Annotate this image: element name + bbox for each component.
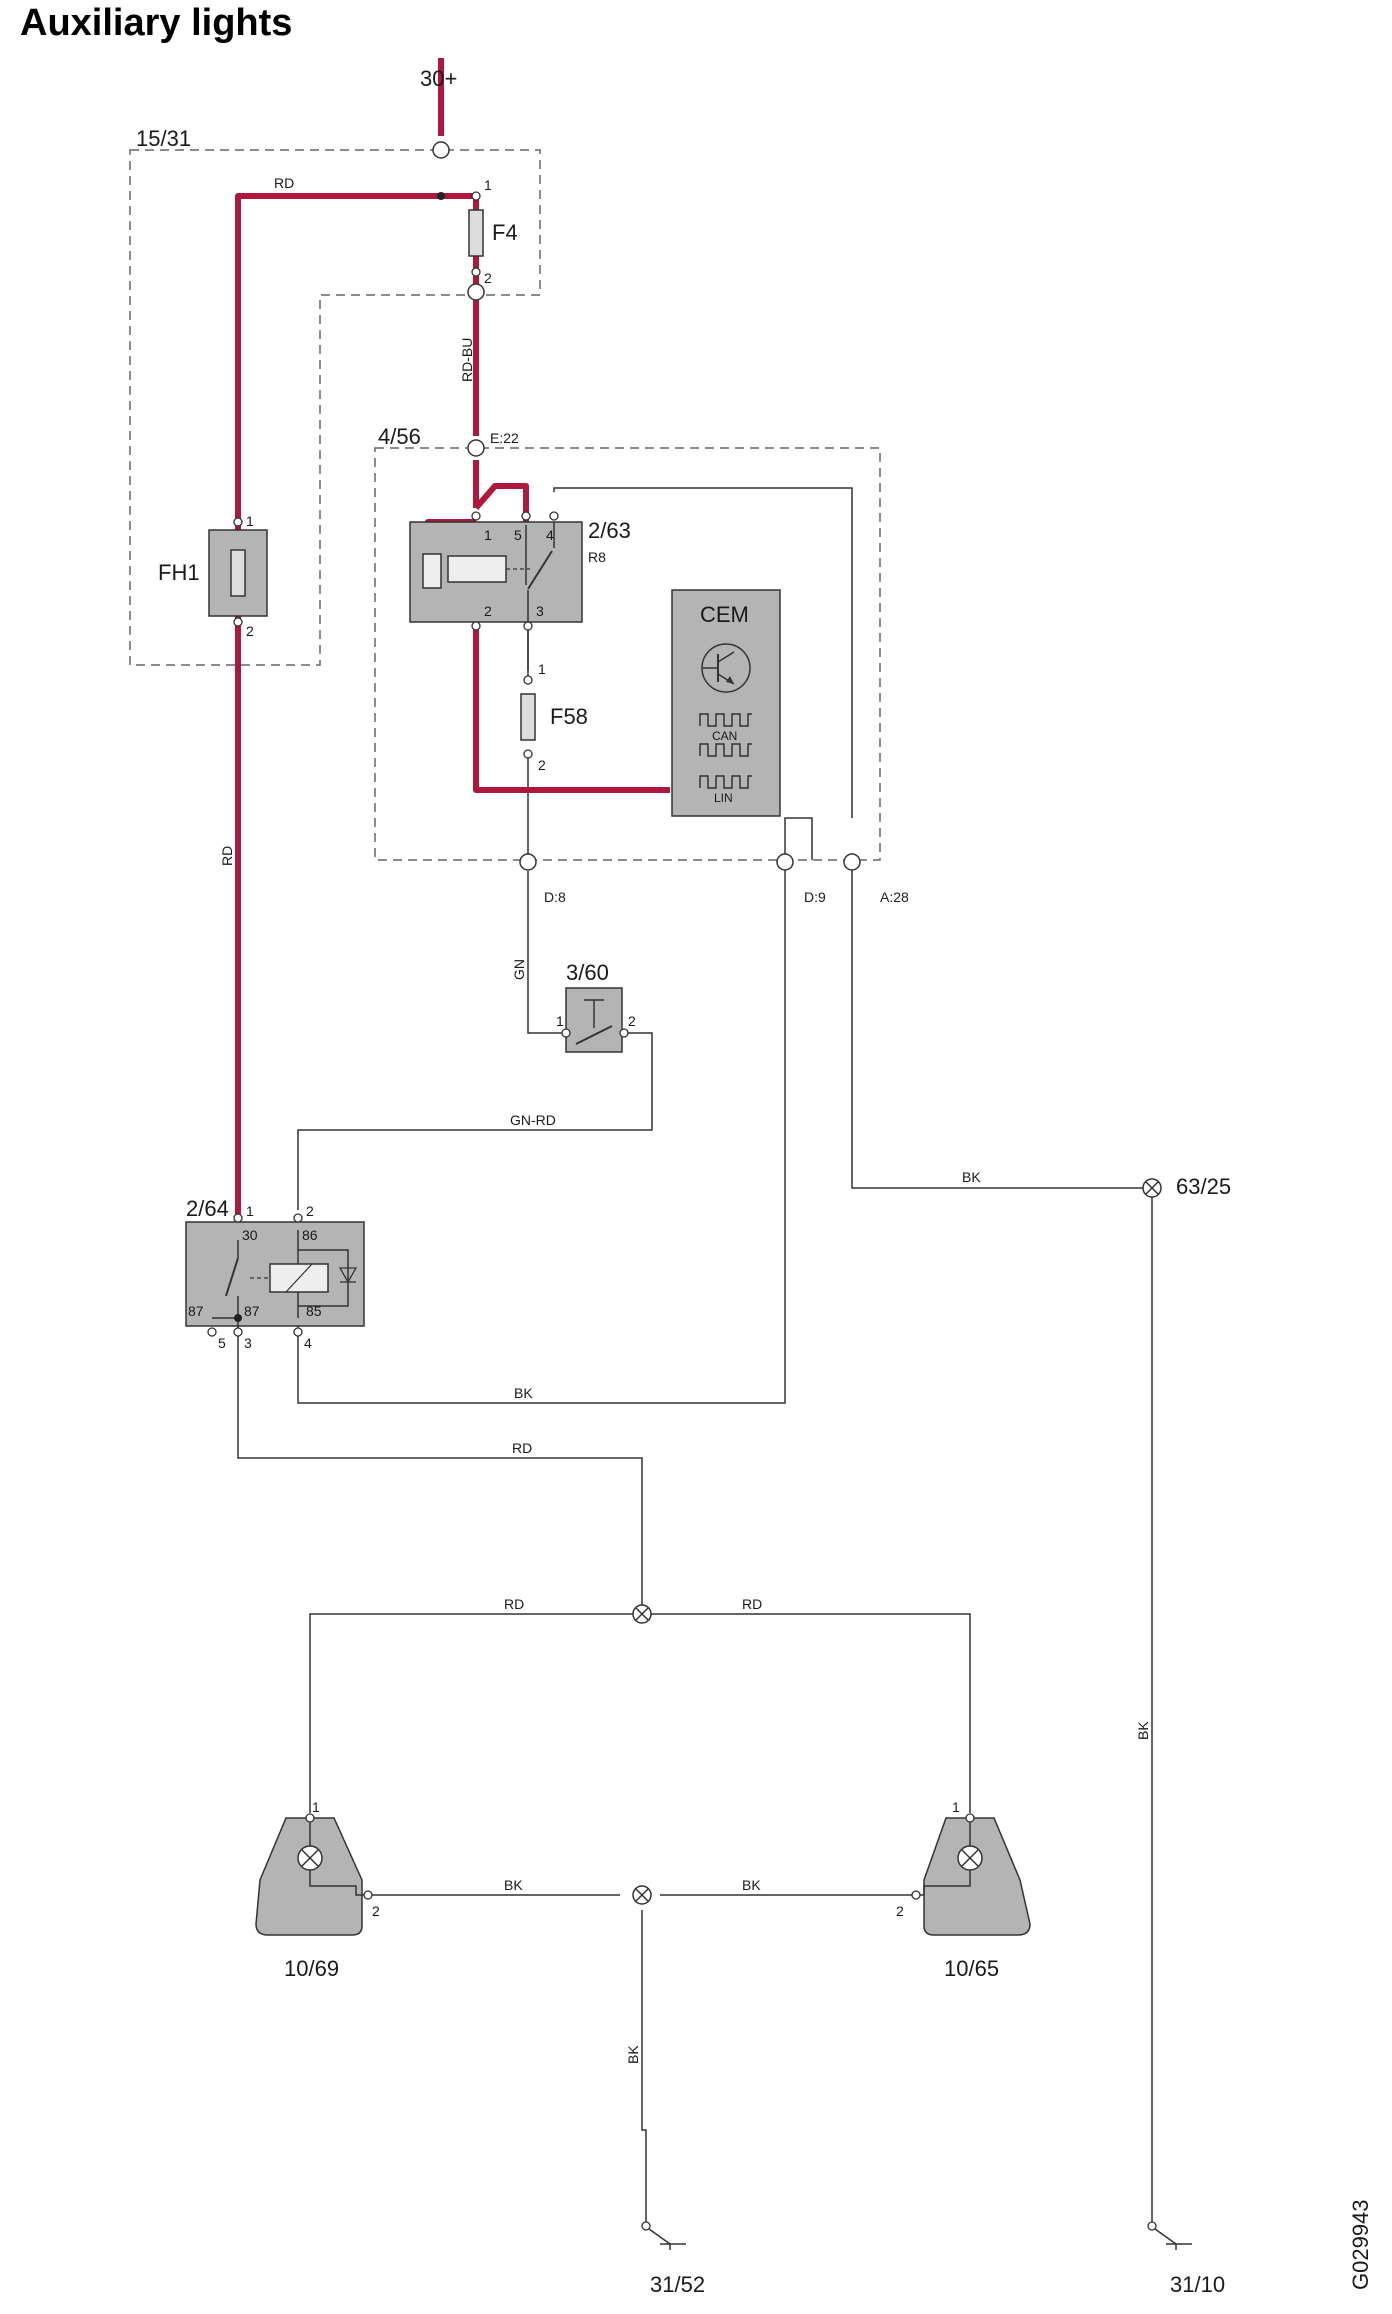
wire-rd-label: RD	[274, 175, 294, 191]
relay-r8-sub-label: R8	[588, 549, 606, 565]
supply-label: 30+	[420, 66, 457, 91]
lamp-10-69-label: 10/69	[284, 1956, 339, 1981]
pin-label: 2	[628, 1013, 636, 1029]
pin-label: 2	[484, 270, 492, 286]
connector-d9	[776, 853, 794, 871]
fuse-f58	[520, 630, 536, 759]
ground-63-25-label: 63/25	[1176, 1174, 1231, 1199]
pin-label: 1	[538, 661, 546, 677]
wire-rd-vertical-label: RD	[219, 846, 235, 866]
pin-label: 2	[372, 1903, 380, 1919]
wire-rd-right-label: RD	[742, 1596, 762, 1612]
pin-label: 2	[306, 1203, 314, 1219]
lamp-10-65	[911, 1813, 1031, 1936]
wire-bk-ground-right-label: BK	[1135, 1721, 1151, 1740]
cem-module	[671, 589, 781, 817]
ground-31-10-label: 31/10	[1170, 2272, 1225, 2297]
signal-wires	[237, 487, 1153, 2222]
fuse-holder-fh1	[208, 517, 268, 627]
pin-label: 2	[246, 623, 254, 639]
pin-label: 1	[484, 177, 492, 193]
wire-bk-a28-label: BK	[962, 1169, 981, 1185]
fuse-f4	[468, 191, 484, 277]
pin-label: 86	[302, 1227, 318, 1243]
pin-label: 2	[484, 603, 492, 619]
fuse-f58-label: F58	[550, 704, 588, 729]
module-4-56-label: 4/56	[378, 424, 421, 449]
document-id: G029943	[1348, 2199, 1373, 2290]
cem-label: CEM	[700, 602, 749, 627]
pin-label: 85	[306, 1303, 322, 1319]
pin-label: 87	[188, 1303, 204, 1319]
pin-label: 1	[484, 527, 492, 543]
wire-bk-left-label: BK	[504, 1877, 523, 1893]
relay-2-64	[185, 1213, 365, 1337]
switch-3-60	[561, 987, 629, 1053]
pin-label: 87	[244, 1303, 260, 1319]
junction-dot	[437, 192, 445, 200]
pin-label: 4	[546, 527, 554, 543]
connector-d8	[519, 853, 537, 871]
connector-d8-label: D:8	[544, 889, 566, 905]
pin-label: 1	[312, 1799, 320, 1815]
splice-bk	[632, 1885, 652, 1905]
wire-bk-right-label: BK	[742, 1877, 761, 1893]
connector-f4-out	[467, 283, 485, 301]
wire-bk-ground-left-label: BK	[625, 2045, 641, 2064]
relay-r8-label: 2/63	[588, 518, 631, 543]
connector-e22-label: E:22	[490, 430, 519, 446]
wire-rd-relay-out-label: RD	[512, 1440, 532, 1456]
module-4-56-outline	[374, 447, 881, 861]
pin-label: 2	[538, 757, 546, 773]
wire-bk-d9-label: BK	[514, 1385, 533, 1401]
pin-label: 1	[952, 1799, 960, 1815]
module-15-31-label: 15/31	[136, 126, 191, 151]
pin-label: 4	[304, 1335, 312, 1351]
pin-label: 1	[556, 1013, 564, 1029]
connector-a28	[843, 853, 861, 871]
pin-label: 1	[246, 513, 254, 529]
connector-30	[432, 141, 450, 159]
wire-rd-left-label: RD	[504, 1596, 524, 1612]
pin-label: 1	[246, 1203, 254, 1219]
lamp-10-69	[255, 1813, 373, 1936]
connector-a28-label: A:28	[880, 889, 909, 905]
pin-label: 2	[896, 1903, 904, 1919]
ground-31-52	[641, 2221, 686, 2250]
relay-2-64-label: 2/64	[186, 1196, 229, 1221]
splice-rd	[632, 1604, 652, 1624]
page-title: Auxiliary lights	[20, 2, 293, 44]
module-15-31-outline	[129, 149, 541, 666]
pin-label: 3	[244, 1335, 252, 1351]
pin-label: 30	[242, 1227, 258, 1243]
lin-label: LIN	[714, 791, 733, 805]
wire-gn-rd-label: GN-RD	[510, 1112, 556, 1128]
pin-label: 5	[514, 527, 522, 543]
can-label: CAN	[712, 729, 737, 743]
ground-31-52-label: 31/52	[650, 2272, 705, 2297]
fh1-label: FH1	[158, 560, 200, 585]
connector-d9-label: D:9	[804, 889, 826, 905]
wire-gn-label: GN	[511, 959, 527, 980]
connector-e22	[467, 439, 485, 457]
lamp-10-65-label: 10/65	[944, 1956, 999, 1981]
ground-31-10	[1147, 2221, 1192, 2250]
pin-label: 5	[218, 1335, 226, 1351]
wire-rd-bu-label: RD-BU	[459, 338, 475, 382]
pin-label: 3	[536, 603, 544, 619]
ground-point-63-25	[1142, 1178, 1162, 1198]
relay-r8	[409, 511, 583, 631]
switch-3-60-label: 3/60	[566, 960, 609, 985]
fuse-f4-label: F4	[492, 220, 518, 245]
